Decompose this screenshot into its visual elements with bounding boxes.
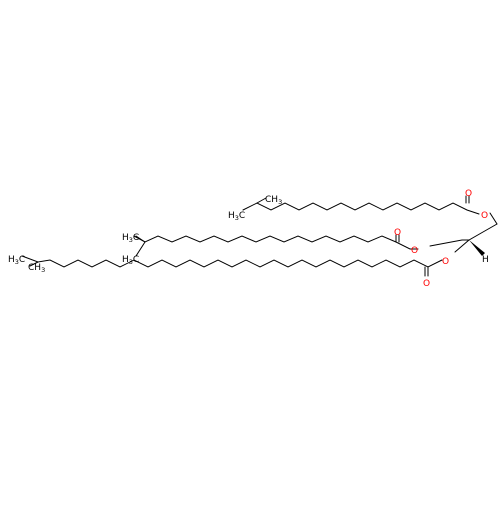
atom-o-carbonyl-2: O: [394, 228, 401, 238]
methyl-h3c-3: H3C: [122, 233, 139, 244]
atom-o-ester-1: O: [481, 211, 488, 221]
chain-1-branch: [256, 197, 267, 204]
atom-o-carbonyl-1: O: [465, 189, 472, 199]
methyl-h3c-2: H3C: [228, 211, 245, 222]
glycerol-bonds: [429, 212, 498, 247]
chain-1-bonds: [242, 202, 480, 215]
methyl-ch3-1: CH3: [265, 195, 282, 206]
methyl-h3c-4: H3C: [122, 255, 139, 266]
chain-3-branch: [29, 261, 39, 267]
chain-2-bonds: [133, 235, 419, 250]
bonds: [21, 195, 498, 277]
methyl-ch3-5: CH3: [28, 263, 45, 274]
chain-2-branch-b: [135, 241, 146, 257]
chain-3-bonds: [21, 255, 443, 268]
atom-o-ester-3: O: [442, 257, 449, 267]
methyl-h3c-6: H3C: [8, 255, 25, 266]
atom-o-carbonyl-3: O: [423, 279, 430, 289]
stereo-wedge: [469, 240, 485, 256]
atom-h-stereo: H: [482, 255, 489, 265]
glycerol-o3-bond: [454, 239, 470, 253]
atom-o-ester-2: O: [411, 246, 418, 256]
chain-2-branch-a: [135, 235, 146, 243]
